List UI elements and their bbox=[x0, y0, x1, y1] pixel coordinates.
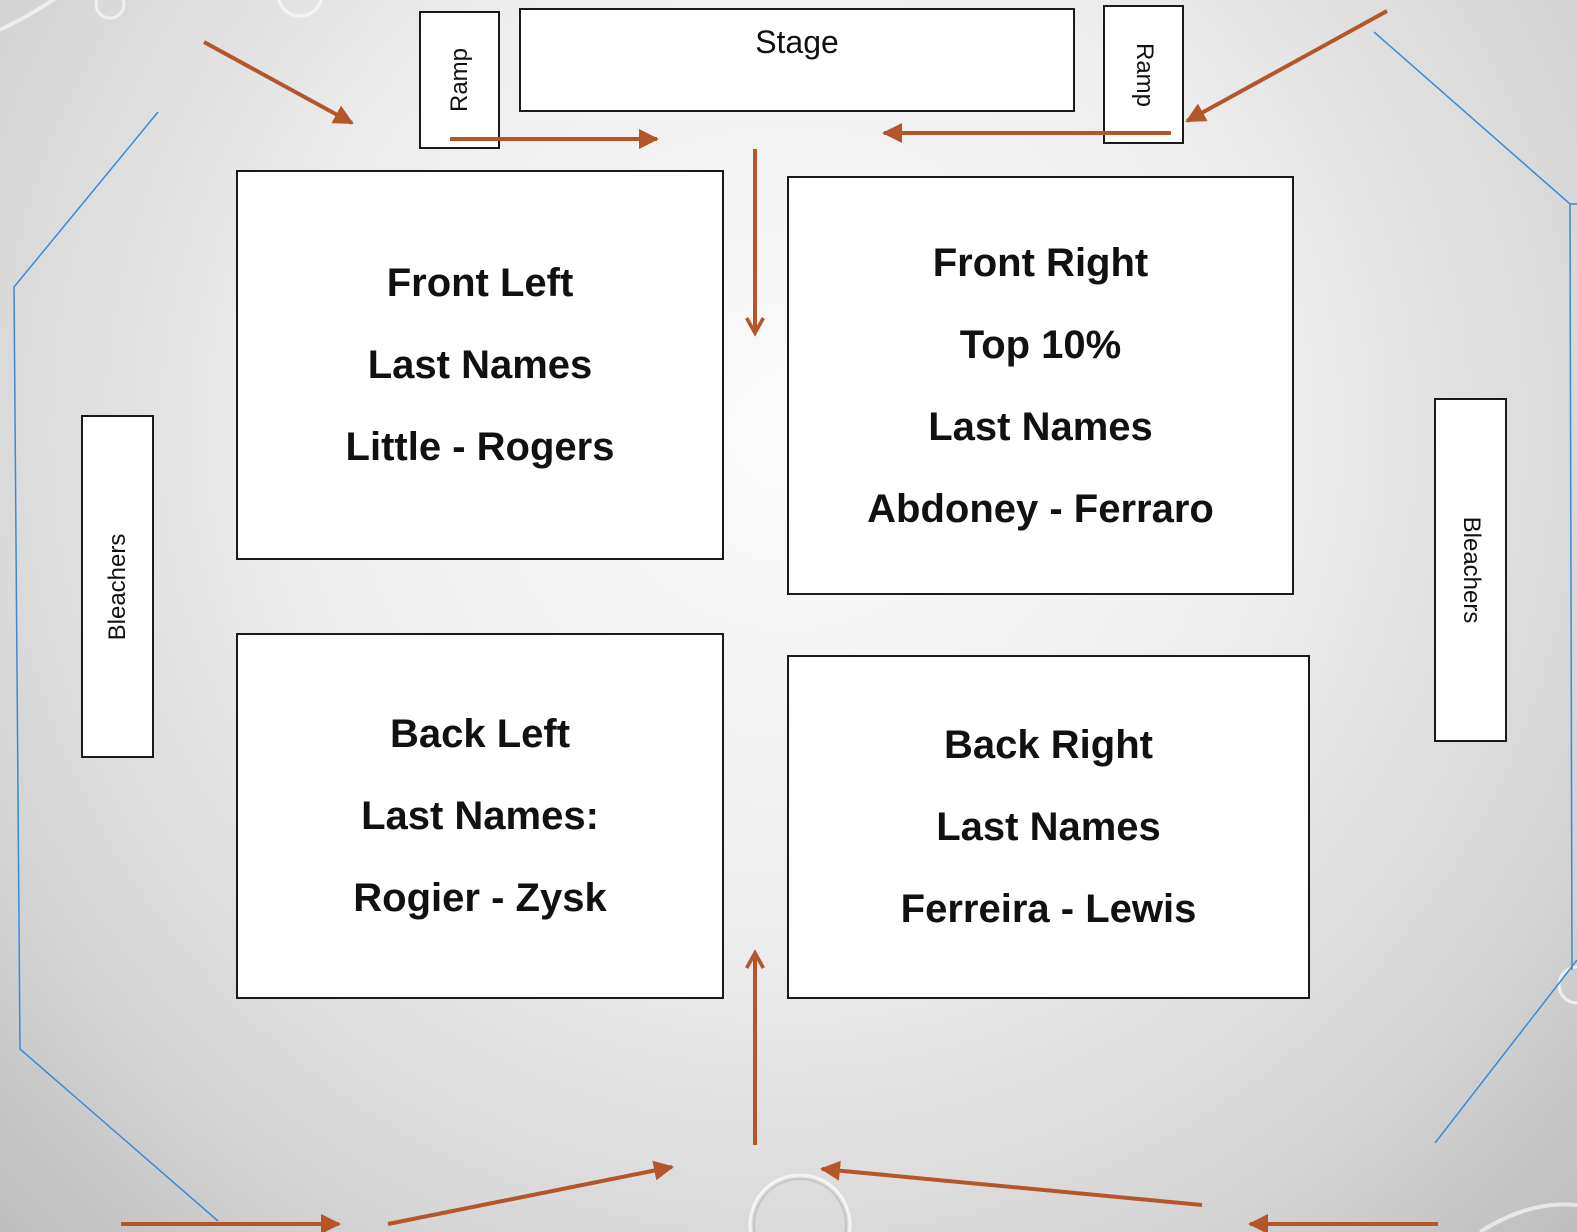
section-subtitle: Last Names bbox=[936, 805, 1161, 849]
section-name-range: Little - Rogers bbox=[345, 425, 615, 469]
section-note: Top 10% bbox=[959, 322, 1122, 367]
section-back-right: Back Right Last Names Ferreira - Lewis bbox=[787, 655, 1310, 999]
section-subtitle: Last Names: bbox=[361, 794, 599, 838]
bleachers-left-label: Bleachers bbox=[103, 533, 131, 640]
section-front-left: Front Left Last Names Little - Rogers bbox=[236, 170, 724, 560]
section-name-range: Rogier - Zysk bbox=[353, 876, 607, 920]
ramp-right-label: Ramp bbox=[1130, 42, 1158, 107]
section-front-right: Front Right Top 10% Last Names Abdoney -… bbox=[787, 176, 1294, 595]
section-name-range: Abdoney - Ferraro bbox=[867, 486, 1214, 531]
bleachers-right-label: Bleachers bbox=[1457, 516, 1485, 624]
bleachers-right: Bleachers bbox=[1434, 398, 1507, 742]
stage-label: Stage bbox=[755, 24, 839, 60]
section-title: Back Right bbox=[944, 723, 1153, 767]
ramp-left-label: Ramp bbox=[445, 47, 473, 113]
section-subtitle: Last Names bbox=[928, 404, 1153, 449]
section-title: Front Left bbox=[386, 261, 574, 305]
section-name-range: Ferreira - Lewis bbox=[900, 887, 1197, 931]
section-back-left: Back Left Last Names: Rogier - Zysk bbox=[236, 633, 724, 999]
section-subtitle: Last Names bbox=[367, 343, 593, 387]
ramp-left: Ramp bbox=[419, 11, 500, 149]
stage: Stage bbox=[519, 8, 1075, 112]
bleachers-left: Bleachers bbox=[81, 415, 154, 758]
ramp-right: Ramp bbox=[1103, 5, 1184, 144]
section-title: Front Right bbox=[932, 240, 1149, 285]
section-title: Back Left bbox=[389, 712, 571, 756]
